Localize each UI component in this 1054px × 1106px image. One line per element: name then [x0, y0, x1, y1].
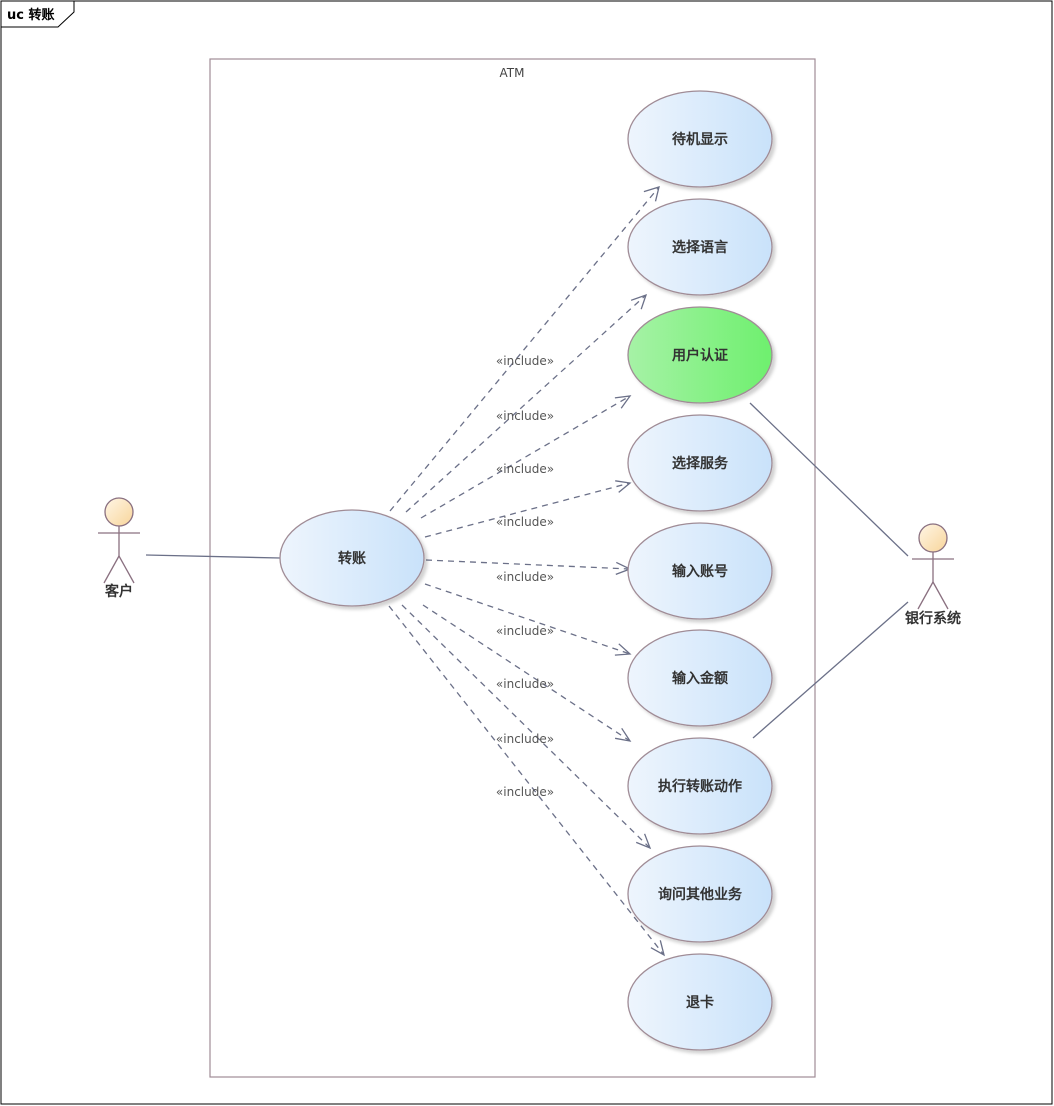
use-case-label: 输入账号 [672, 563, 728, 580]
include-label: «include» [496, 409, 554, 423]
use-case-transfer[interactable]: 转账 [279, 509, 425, 607]
use-case-select-language[interactable]: 选择语言 [627, 198, 773, 296]
include-arrow-eject [388, 605, 665, 957]
use-case-ask-other-business[interactable]: 询问其他业务 [627, 845, 773, 943]
use-case-execute-transfer[interactable]: 执行转账动作 [627, 737, 773, 835]
actor-head-icon [918, 523, 948, 553]
include-label: «include» [496, 785, 554, 799]
use-case-label: 选择语言 [672, 239, 728, 256]
association-auth-bank [749, 402, 909, 557]
use-case-label: 转账 [338, 550, 366, 567]
include-arrow-amount [424, 583, 632, 656]
use-case-eject-card[interactable]: 退卡 [627, 953, 773, 1051]
association-execute-bank [752, 601, 909, 739]
use-case-label: 用户认证 [672, 347, 728, 364]
use-case-enter-account[interactable]: 输入账号 [627, 522, 773, 620]
use-case-label: 输入金额 [672, 670, 728, 687]
include-arrow-auth [420, 395, 632, 519]
actor-customer-label: 客户 [104, 583, 133, 600]
include-label: «include» [496, 570, 554, 584]
use-case-label: 退卡 [686, 994, 714, 1011]
include-label: «include» [496, 354, 554, 368]
frame-tab [0, 0, 75, 28]
include-label: «include» [496, 677, 554, 691]
system-boundary-label: ATM [500, 66, 525, 80]
include-label: «include» [496, 515, 554, 529]
use-case-user-authentication[interactable]: 用户认证 [627, 306, 773, 404]
include-label: «include» [496, 732, 554, 746]
association-customer-transfer [145, 554, 281, 559]
actor-head-icon [104, 497, 134, 527]
include-arrow-execute [422, 604, 632, 742]
include-arrow-service [424, 480, 632, 538]
actor-customer[interactable] [98, 497, 140, 584]
actor-bank-system[interactable] [912, 523, 954, 610]
include-label: «include» [496, 624, 554, 638]
use-case-standby-display[interactable]: 待机显示 [627, 90, 773, 188]
include-arrow-other [401, 604, 652, 850]
include-arrow-language [405, 293, 648, 513]
use-case-label: 选择服务 [672, 455, 729, 472]
frame-label: uc 转账 [7, 7, 55, 23]
use-case-label: 询问其他业务 [658, 886, 743, 903]
use-case-enter-amount[interactable]: 输入金额 [627, 629, 773, 727]
actor-bank-system-label: 银行系统 [905, 610, 961, 627]
include-label: «include» [496, 462, 554, 476]
use-case-select-service[interactable]: 选择服务 [627, 414, 773, 512]
use-case-label: 待机显示 [672, 131, 728, 148]
use-case-label: 执行转账动作 [658, 778, 742, 795]
include-arrow-standby [389, 186, 660, 512]
